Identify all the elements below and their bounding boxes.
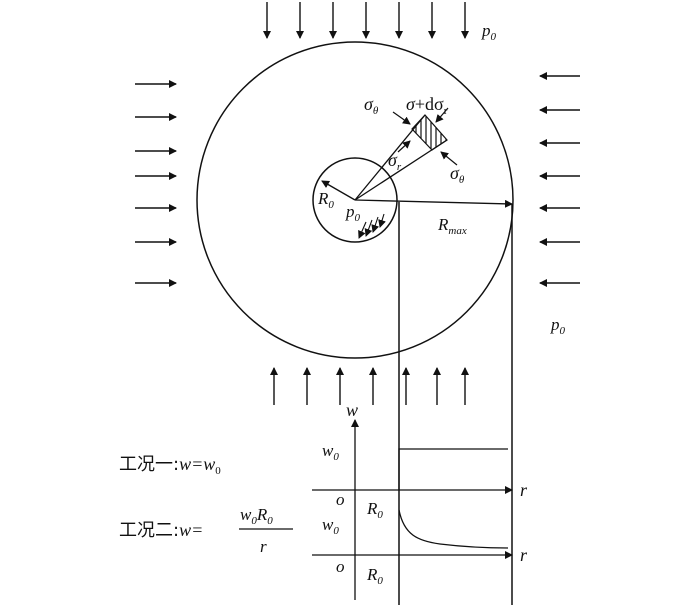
r0-label: R0 xyxy=(317,189,334,211)
sigma-r-plus-label: σ+dσr xyxy=(406,94,448,117)
case2-denominator: r xyxy=(260,537,267,556)
bottom-load-arrows xyxy=(270,367,469,405)
sigma-theta-left-label: σθ xyxy=(364,94,379,117)
rmax-label: Rmax xyxy=(437,215,467,237)
sigma-r-arrow xyxy=(397,140,411,153)
sigma-theta-left-arrow xyxy=(392,111,411,125)
left-load-arrows xyxy=(135,80,177,287)
rmax-radius-arrow xyxy=(354,199,513,208)
sigma-theta-right-arrow xyxy=(440,151,458,166)
case2-numerator: w0R0 xyxy=(240,505,273,527)
outer-circle xyxy=(196,41,514,359)
w-axis-label: w xyxy=(346,400,358,420)
r0-radius-arrow xyxy=(321,180,356,201)
graph2-r0-label: R0 xyxy=(366,565,383,587)
inner-circle xyxy=(312,157,398,243)
p0-inner-label: p0 xyxy=(345,202,361,224)
sigma-theta-right-label: σθ xyxy=(450,163,465,186)
p0-top-label: p0 xyxy=(481,21,497,43)
graph2-origin-label: o xyxy=(336,557,345,576)
sigma-r-label: σr xyxy=(388,150,402,173)
case1-equation: 工况一:w=w0 xyxy=(119,454,221,477)
graph2-curve xyxy=(398,509,509,549)
graph2-r-label: r xyxy=(520,545,528,565)
graph1-curve xyxy=(398,448,508,490)
p0-right-label: p0 xyxy=(550,315,566,337)
top-load-arrows xyxy=(263,2,469,39)
graph1-r0-label: R0 xyxy=(366,499,383,521)
case2-prefix: 工况二:w= xyxy=(119,520,203,541)
inner-pressure-arrows xyxy=(358,213,386,239)
graph1-origin-label: o xyxy=(336,490,345,509)
sigma-r-plus-arrow xyxy=(435,107,449,123)
right-load-arrows xyxy=(539,72,580,287)
hatched-element xyxy=(411,114,448,151)
graph1-w0-label: w0 xyxy=(322,441,339,463)
graph2-w0-label: w0 xyxy=(322,515,339,537)
graph1-r-label: r xyxy=(520,480,528,500)
